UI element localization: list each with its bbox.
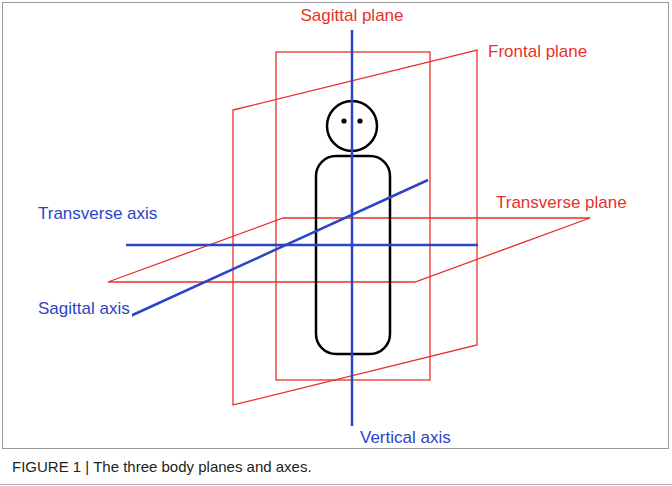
figure-border	[3, 3, 669, 449]
vertical-axis	[351, 30, 354, 426]
sagittal-axis	[126, 180, 428, 318]
plane-label: Sagittal plane	[298, 6, 405, 26]
caption-rule	[0, 484, 672, 485]
figure-caption: FIGURE 1 | The three body planes and axe…	[12, 458, 312, 476]
plane-label: Frontal plane	[486, 42, 589, 62]
axis-label: Sagittal axis	[36, 299, 132, 319]
transverse-plane	[108, 218, 590, 282]
axis-label: Transverse axis	[36, 204, 159, 224]
eye	[341, 118, 346, 123]
sagittal-plane	[233, 50, 477, 405]
transverse-axis	[126, 244, 478, 247]
eye	[357, 118, 362, 123]
axis-label: Vertical axis	[358, 428, 453, 448]
plane-label: Transverse plane	[494, 193, 629, 213]
